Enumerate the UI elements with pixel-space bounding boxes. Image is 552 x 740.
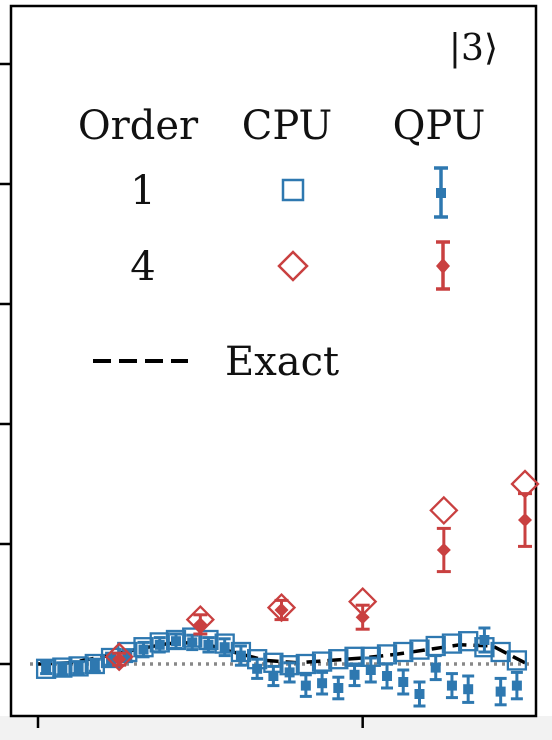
qpu1-point-25 <box>445 672 458 700</box>
qpu-order1-series <box>40 626 523 708</box>
qpu1-point-6 <box>137 640 150 659</box>
qpu4-point-2 <box>274 598 289 622</box>
qpu1-point-21 <box>381 662 394 690</box>
cpu1-point-2 <box>68 656 89 677</box>
cpu1-point-26 <box>458 631 479 652</box>
cpu4-point-0 <box>104 642 134 672</box>
cpu1-point-22 <box>393 641 414 663</box>
qpu1-point-8 <box>169 632 182 650</box>
qpu1-point-16 <box>299 673 312 698</box>
cpu1-point-18 <box>328 649 349 670</box>
legend-order-1: 1 <box>130 168 155 214</box>
qpu1-point-10 <box>202 636 215 654</box>
cpu1-point-29 <box>506 650 528 671</box>
cpu1-point-25 <box>441 633 463 654</box>
qpu1-point-24 <box>429 654 442 682</box>
legend-cpu4-marker <box>277 250 309 282</box>
qpu1-point-19 <box>348 662 361 688</box>
legend-order-4: 4 <box>130 244 155 290</box>
qpu1-point-0 <box>40 660 53 676</box>
cpu-order4-series <box>104 469 540 672</box>
qpu4-point-4 <box>436 526 451 574</box>
legend-header-cpu: CPU <box>242 103 333 149</box>
cpu1-point-23 <box>409 639 430 660</box>
qpu1-point-17 <box>316 670 329 696</box>
qpu1-point-15 <box>283 661 296 684</box>
y-ticks <box>0 62 11 666</box>
cpu1-point-16 <box>295 653 317 675</box>
cpu1-point-17 <box>311 651 333 672</box>
qpu4-point-1 <box>193 613 208 636</box>
qpu1-point-3 <box>88 657 101 673</box>
qpu4-point-3 <box>355 603 370 631</box>
qpu1-point-26 <box>462 674 475 704</box>
legend-header-qpu: QPU <box>393 103 486 149</box>
qpu1-point-20 <box>364 656 377 684</box>
cpu4-point-4 <box>429 495 459 526</box>
qpu1-point-28 <box>494 676 507 707</box>
qpu1-point-7 <box>153 636 166 654</box>
qpu1-point-14 <box>267 664 280 688</box>
plot-frame <box>9 4 538 718</box>
qpu1-point-23 <box>413 680 426 708</box>
qpu1-point-1 <box>56 661 69 677</box>
legend-header-order: Order <box>78 103 199 149</box>
qpu1-point-2 <box>72 660 85 676</box>
qpu4-point-0 <box>112 651 127 667</box>
qpu1-point-29 <box>510 670 523 701</box>
qpu1-point-11 <box>218 637 231 658</box>
qpu1-point-27 <box>478 626 491 654</box>
qpu4-point-5 <box>518 492 532 548</box>
cpu1-point-1 <box>52 657 73 678</box>
qpu1-point-12 <box>234 644 247 667</box>
legend-qpu4-marker <box>436 240 450 291</box>
legend-exact-label: Exact <box>225 339 339 385</box>
qpu1-point-13 <box>251 657 264 680</box>
cpu1-point-0 <box>35 658 57 679</box>
legend: Order CPU QPU 1 4 Exact <box>78 103 486 385</box>
x-ticks <box>36 716 364 728</box>
qpu1-point-18 <box>332 675 345 701</box>
qpu-order4-series <box>112 492 532 667</box>
cpu1-point-3 <box>84 653 105 675</box>
bottom-strip <box>0 716 552 740</box>
legend-cpu1-marker <box>281 178 305 202</box>
qpu1-point-22 <box>397 668 410 696</box>
panel-label: |3⟩ <box>449 28 498 69</box>
legend-qpu1-marker <box>434 166 448 219</box>
